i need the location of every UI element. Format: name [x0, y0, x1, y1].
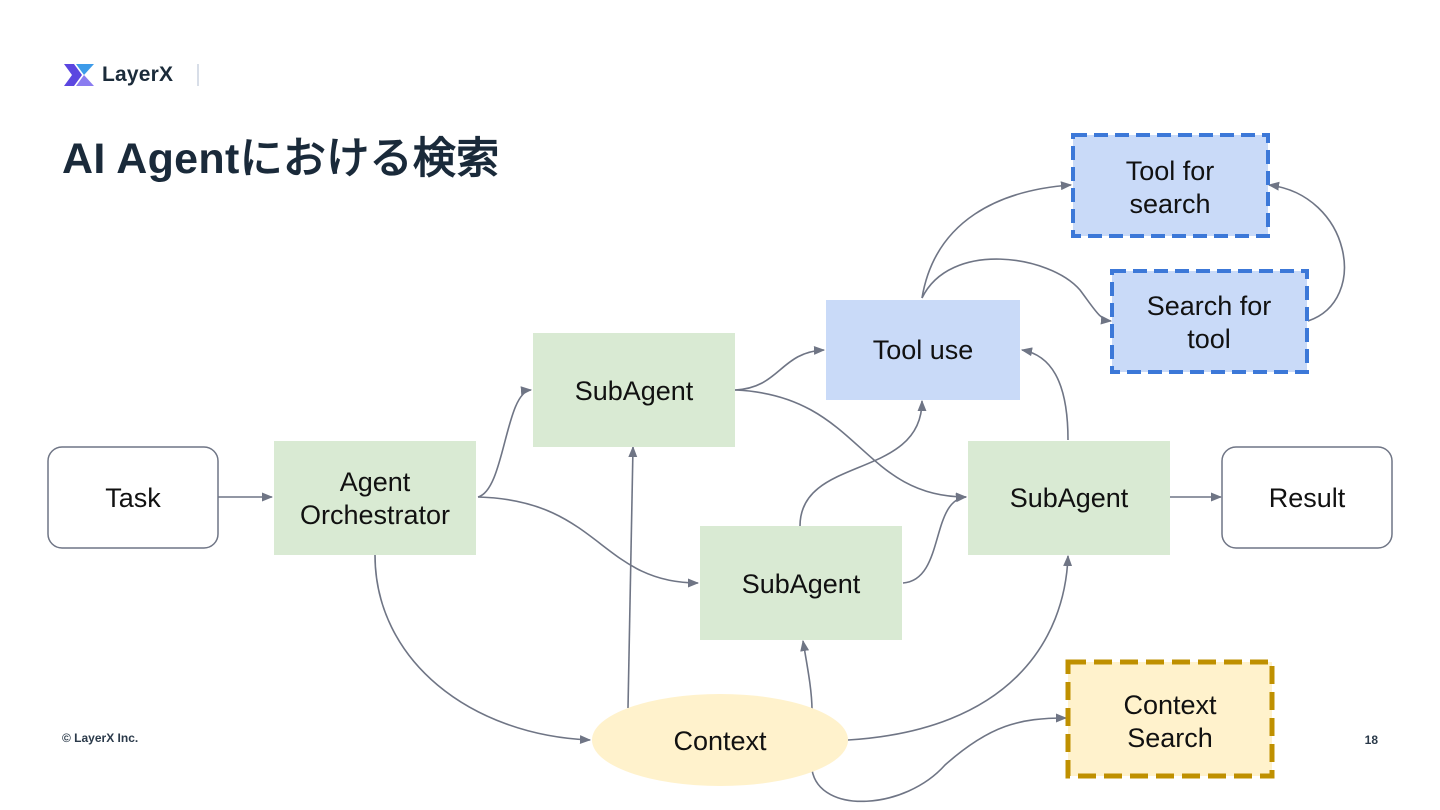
node-result: Result — [1221, 446, 1393, 549]
node-subagent-mid-label: SubAgent — [742, 569, 861, 599]
slide-title: AI Agentにおける検索 — [62, 135, 500, 183]
node-result-label: Result — [1269, 483, 1346, 513]
footer-copyright: © LayerX Inc. — [62, 731, 139, 745]
edge-orchestrator-context — [374, 554, 592, 745]
edge-tooluse-toolforsearch — [921, 181, 1073, 299]
node-subagent-top-label: SubAgent — [575, 376, 694, 406]
node-tool-use: Tool use — [826, 300, 1020, 400]
edge-tooluse-searchfortool — [921, 258, 1113, 325]
node-orchestrator-label-line2: Orchestrator — [300, 500, 450, 530]
node-task-label: Task — [105, 483, 161, 513]
edge-context-subagent-top — [627, 445, 638, 709]
node-agent-orchestrator: Agent Orchestrator — [274, 441, 476, 555]
node-search-for-tool-label-line1: Search for — [1147, 291, 1272, 321]
edge-subagent-right-tooluse — [1020, 347, 1069, 441]
edges — [218, 181, 1346, 803]
node-search-for-tool: Search for tool — [1110, 269, 1309, 374]
edge-orchestrator-subagent-mid — [477, 496, 700, 588]
node-context-search-label-line2: Search — [1127, 723, 1213, 753]
node-context-search: Context Search — [1065, 659, 1275, 779]
node-tool-for-search: Tool for search — [1071, 133, 1270, 238]
header-divider — [197, 64, 200, 86]
node-task: Task — [47, 446, 219, 549]
node-tool-for-search-label-line1: Tool for — [1126, 156, 1215, 186]
brand-logo: LayerX — [62, 60, 200, 90]
edge-orchestrator-subagent-top — [477, 386, 533, 498]
node-context: Context — [592, 694, 848, 786]
edge-subagent-top-tooluse — [734, 345, 826, 391]
edge-subagent-mid-subagent-right — [902, 493, 968, 584]
node-search-for-tool-label-line2: tool — [1187, 324, 1231, 354]
node-context-search-label-line1: Context — [1123, 690, 1217, 720]
layerx-logo-icon — [64, 64, 94, 86]
edge-context-contextsearch — [811, 713, 1068, 803]
node-subagent-right: SubAgent — [968, 441, 1170, 555]
node-orchestrator-label-line1: Agent — [340, 467, 411, 497]
node-tool-use-label: Tool use — [873, 335, 974, 365]
edge-context-subagent-right — [847, 554, 1073, 741]
node-context-label: Context — [673, 726, 767, 756]
edge-subagent-top-subagent-right — [734, 389, 968, 502]
brand-name: LayerX — [102, 63, 174, 86]
edge-context-subagent-mid — [800, 639, 813, 711]
page-number: 18 — [1364, 733, 1378, 747]
node-subagent-top: SubAgent — [533, 333, 735, 447]
edge-searchfortool-toolforsearch — [1267, 181, 1346, 322]
node-tool-for-search-label-line2: search — [1129, 189, 1210, 219]
edge-subagent-mid-tooluse — [799, 399, 927, 527]
node-subagent-mid: SubAgent — [700, 526, 902, 640]
node-subagent-right-label: SubAgent — [1010, 483, 1129, 513]
